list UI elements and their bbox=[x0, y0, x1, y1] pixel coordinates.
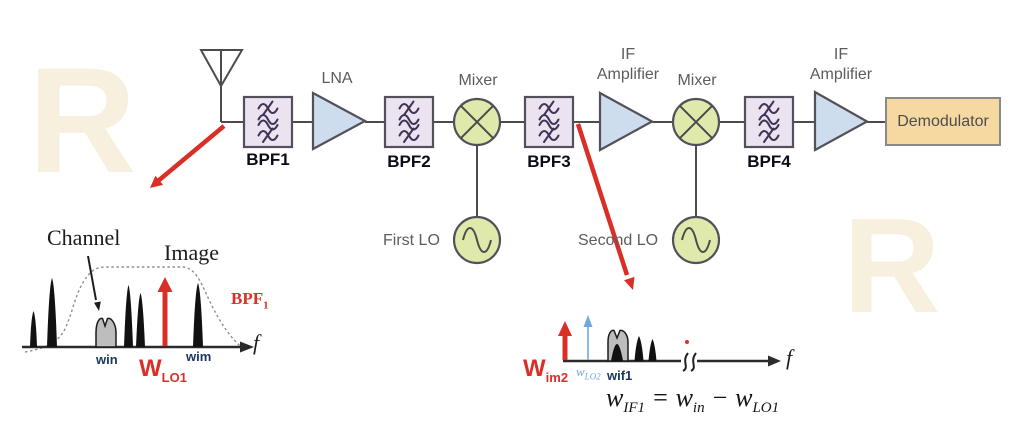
formula-s2: in bbox=[692, 400, 705, 417]
mixer1-icon bbox=[452, 97, 502, 147]
bpf1-label: BPF1 bbox=[246, 150, 290, 169]
wim2-label: Wim2 bbox=[523, 355, 569, 389]
signal-wires bbox=[220, 86, 886, 217]
if-amplifier2-icon bbox=[813, 90, 870, 152]
image-spike bbox=[193, 283, 203, 347]
formula-w2: w bbox=[675, 383, 693, 412]
formula-w1: w bbox=[606, 383, 624, 412]
wlo1-label-sub: LO1 bbox=[161, 369, 187, 385]
spectrum-spike bbox=[648, 339, 657, 361]
left-spectrum bbox=[22, 255, 254, 353]
lna-label: LNA bbox=[321, 70, 353, 87]
formula-minus: − bbox=[711, 383, 729, 412]
if-frequency-formula: wIF1 = win − wLO1 bbox=[606, 383, 779, 417]
spectrum-spike bbox=[136, 293, 145, 347]
bpf1-response-label-main: BPF bbox=[231, 289, 264, 308]
red-dot-marker bbox=[685, 340, 689, 344]
callout-arrow-antenna bbox=[150, 124, 226, 188]
axis-break bbox=[682, 352, 689, 372]
formula-s3: LO1 bbox=[752, 400, 780, 417]
bpf4-filter-icon bbox=[743, 95, 795, 149]
demodulator-label: Demodulator bbox=[897, 112, 989, 130]
mixer2-icon bbox=[671, 97, 721, 147]
spectrum-spike bbox=[634, 336, 644, 361]
if-amplifier1-label-line1: IF bbox=[620, 46, 636, 63]
formula-w3: w bbox=[735, 383, 753, 412]
if-amplifier1-label: IF Amplifier bbox=[597, 45, 659, 85]
bpf3-filter-icon bbox=[523, 95, 575, 149]
image-label: Image bbox=[164, 240, 219, 265]
channel-pointer-arrow bbox=[87, 255, 101, 311]
demodulator-box bbox=[885, 97, 1001, 146]
lna-amplifier-icon bbox=[311, 91, 368, 151]
if-amplifier1-icon bbox=[598, 91, 655, 152]
wlo1-arrow bbox=[157, 277, 173, 346]
bpf3-label: BPF3 bbox=[527, 152, 571, 171]
wlo2-label: wLO2 bbox=[576, 364, 601, 382]
win-label: win bbox=[96, 352, 118, 367]
first-lo-label: First LO bbox=[383, 232, 440, 249]
if-amplifier2-label-line2: Amplifier bbox=[809, 66, 873, 83]
wif1-hump-core bbox=[611, 344, 623, 361]
bpf1-response-label-sub: 1 bbox=[263, 299, 269, 312]
formula-s1: IF1 bbox=[623, 400, 646, 417]
right-spectrum bbox=[558, 315, 781, 372]
wim2-arrow bbox=[558, 321, 572, 360]
bpf1-filter-icon bbox=[242, 95, 294, 149]
second-lo-icon bbox=[671, 215, 721, 265]
right-f-axis-label: f bbox=[786, 345, 793, 370]
callout-arrow-bpf3 bbox=[575, 123, 635, 290]
watermark-logo: R bbox=[843, 190, 941, 341]
formula-eq: = bbox=[651, 383, 670, 412]
wim2-label-main: W bbox=[523, 355, 546, 382]
mixer2-label: Mixer bbox=[677, 72, 717, 89]
wlo1-label-main: W bbox=[139, 355, 162, 382]
watermark-logo: R bbox=[28, 36, 136, 204]
antenna-icon bbox=[199, 49, 244, 89]
spectrum-spike bbox=[47, 278, 57, 347]
channel-hump bbox=[95, 317, 117, 348]
axis-break bbox=[690, 352, 697, 372]
wlo2-arrow bbox=[583, 315, 593, 360]
wlo2-label-main: w bbox=[576, 364, 585, 379]
bpf1-response-label: BPF1 bbox=[231, 289, 269, 311]
wif1-label: wif1 bbox=[607, 368, 633, 383]
if-amplifier1-label-line2: Amplifier bbox=[596, 66, 660, 83]
wim2-label-sub: im2 bbox=[545, 369, 569, 385]
bpf4-label: BPF4 bbox=[747, 152, 791, 171]
wlo1-label: WLO1 bbox=[139, 355, 187, 389]
if-amplifier2-label-line1: IF bbox=[833, 46, 849, 63]
bpf2-filter-icon bbox=[383, 95, 435, 149]
spectrum-spike bbox=[124, 285, 133, 347]
first-lo-icon bbox=[452, 215, 502, 265]
wlo2-label-sub: LO2 bbox=[584, 371, 601, 382]
if-amplifier2-label: IF Amplifier bbox=[810, 45, 872, 85]
mixer1-label: Mixer bbox=[458, 72, 498, 89]
left-f-axis-label: f bbox=[253, 330, 260, 355]
wim-label: wim bbox=[186, 349, 212, 364]
bpf2-label: BPF2 bbox=[387, 152, 431, 171]
channel-label: Channel bbox=[47, 225, 121, 250]
spectrum-spike bbox=[30, 311, 37, 347]
second-lo-label: Second LO bbox=[578, 232, 659, 249]
